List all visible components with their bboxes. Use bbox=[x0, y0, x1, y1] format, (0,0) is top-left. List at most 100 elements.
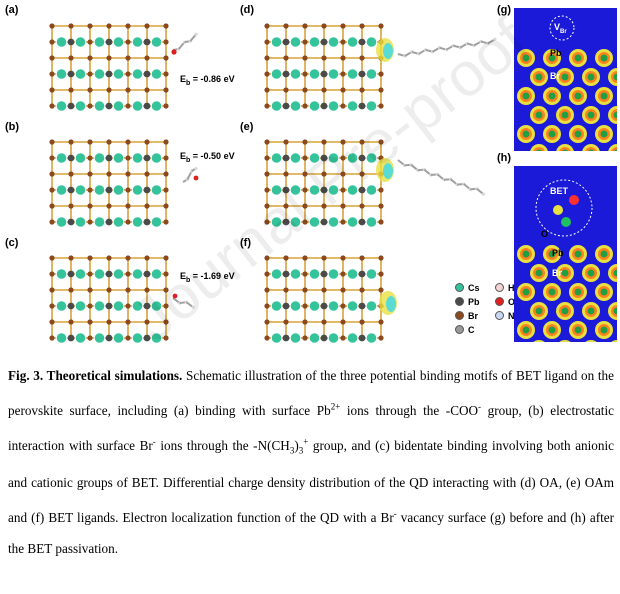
e-charge-cyan bbox=[383, 163, 393, 179]
d-ligand-h-atom bbox=[493, 37, 497, 41]
a-pb-atom bbox=[143, 38, 151, 46]
d-pb-atom bbox=[282, 102, 290, 110]
elf-contour bbox=[548, 54, 556, 62]
d-br-atom bbox=[264, 23, 270, 29]
b-cs-atom bbox=[74, 184, 87, 196]
d-cs-atom bbox=[308, 36, 321, 48]
c-pb-atom bbox=[105, 302, 113, 310]
c-cs-atom bbox=[55, 268, 68, 280]
c-br-atom bbox=[106, 255, 112, 261]
caption-title: Fig. 3. Theoretical simulations. bbox=[8, 368, 183, 383]
elf-contour bbox=[600, 250, 608, 258]
c-pb-atom bbox=[143, 270, 151, 278]
panel-d-label: (d) bbox=[240, 4, 255, 16]
a-cs-atom bbox=[131, 100, 144, 112]
f-br-atom bbox=[283, 287, 289, 293]
b-br-atom bbox=[68, 203, 74, 209]
a-cs-atom bbox=[55, 100, 68, 112]
elf-contour bbox=[600, 92, 608, 100]
e-cs-atom bbox=[327, 152, 340, 164]
c-br-atom bbox=[163, 303, 169, 309]
c-br-atom bbox=[87, 303, 93, 309]
c-br-atom bbox=[163, 287, 169, 293]
b-br-atom bbox=[144, 203, 150, 209]
elf-contour bbox=[522, 54, 530, 62]
a-ligand-h-atom bbox=[194, 32, 198, 36]
c-br-atom bbox=[106, 287, 112, 293]
f-br-atom bbox=[340, 303, 346, 309]
e-br-atom bbox=[359, 203, 365, 209]
e-br-atom bbox=[302, 171, 308, 177]
elf-contour bbox=[614, 149, 617, 151]
f-cs-atom bbox=[308, 300, 321, 312]
e-br-atom bbox=[264, 155, 270, 161]
e-pb-atom bbox=[320, 154, 328, 162]
c-cs-atom bbox=[55, 332, 68, 344]
d-cs-atom bbox=[308, 100, 321, 112]
e-cs-atom bbox=[289, 152, 302, 164]
bet-elf-blob bbox=[561, 217, 571, 227]
b-br-atom bbox=[125, 187, 131, 193]
d-br-atom bbox=[359, 87, 365, 93]
c-cs-atom bbox=[131, 332, 144, 344]
elf-contour bbox=[559, 340, 571, 342]
d-br-atom bbox=[321, 55, 327, 61]
e-cs-atom bbox=[346, 216, 359, 228]
e-pb-atom bbox=[282, 218, 290, 226]
e-pb-atom bbox=[282, 186, 290, 194]
f-cs-atom bbox=[289, 268, 302, 280]
e-br-atom bbox=[378, 203, 384, 209]
legend-item-o: O bbox=[495, 297, 515, 307]
a-pb-atom bbox=[105, 102, 113, 110]
d-br-atom bbox=[283, 23, 289, 29]
elf-contour bbox=[533, 340, 545, 342]
e-cs-atom bbox=[346, 152, 359, 164]
elf-contour bbox=[522, 92, 530, 100]
c-cs-atom bbox=[93, 268, 106, 280]
d-br-atom bbox=[321, 87, 327, 93]
f-br-atom bbox=[283, 255, 289, 261]
c-br-atom bbox=[125, 287, 131, 293]
elf-contour bbox=[533, 147, 545, 151]
b-o-atom bbox=[193, 175, 199, 181]
b-br-atom bbox=[125, 155, 131, 161]
c-pb-atom bbox=[67, 270, 75, 278]
br-dot-icon bbox=[455, 311, 464, 320]
e-pb-atom bbox=[320, 186, 328, 194]
c-cs-atom bbox=[131, 300, 144, 312]
b-br-atom bbox=[49, 187, 55, 193]
b-cs-atom bbox=[150, 216, 163, 228]
e-cs-atom bbox=[365, 184, 378, 196]
a-br-atom bbox=[144, 87, 150, 93]
b-cs-atom bbox=[112, 184, 125, 196]
c-cs-atom bbox=[150, 268, 163, 280]
f-br-atom bbox=[264, 335, 270, 341]
c-br-atom bbox=[68, 255, 74, 261]
f-cs-atom bbox=[289, 332, 302, 344]
c-cs-atom bbox=[112, 300, 125, 312]
legend-item-c: C bbox=[455, 325, 475, 335]
e-br-atom bbox=[283, 171, 289, 177]
e-br-atom bbox=[378, 187, 384, 193]
d-br-atom bbox=[321, 23, 327, 29]
a-br-atom bbox=[87, 103, 93, 109]
elf-contour bbox=[574, 54, 582, 62]
e-br-atom bbox=[340, 187, 346, 193]
c-cs-atom bbox=[150, 300, 163, 312]
f-cs-atom bbox=[365, 300, 378, 312]
a-cs-atom bbox=[74, 36, 87, 48]
b-br-atom bbox=[68, 171, 74, 177]
d-pb-atom bbox=[358, 102, 366, 110]
elf-contour bbox=[535, 307, 543, 315]
f-br-atom bbox=[340, 287, 346, 293]
elf-contour bbox=[548, 92, 556, 100]
a-cs-atom bbox=[74, 68, 87, 80]
b-cs-atom bbox=[55, 216, 68, 228]
c-br-atom bbox=[125, 335, 131, 341]
b-br-atom bbox=[49, 139, 55, 145]
e-br-atom bbox=[302, 155, 308, 161]
c-pb-atom bbox=[143, 334, 151, 342]
a-cs-atom bbox=[93, 68, 106, 80]
a-br-atom bbox=[163, 55, 169, 61]
c-br-atom bbox=[87, 319, 93, 325]
